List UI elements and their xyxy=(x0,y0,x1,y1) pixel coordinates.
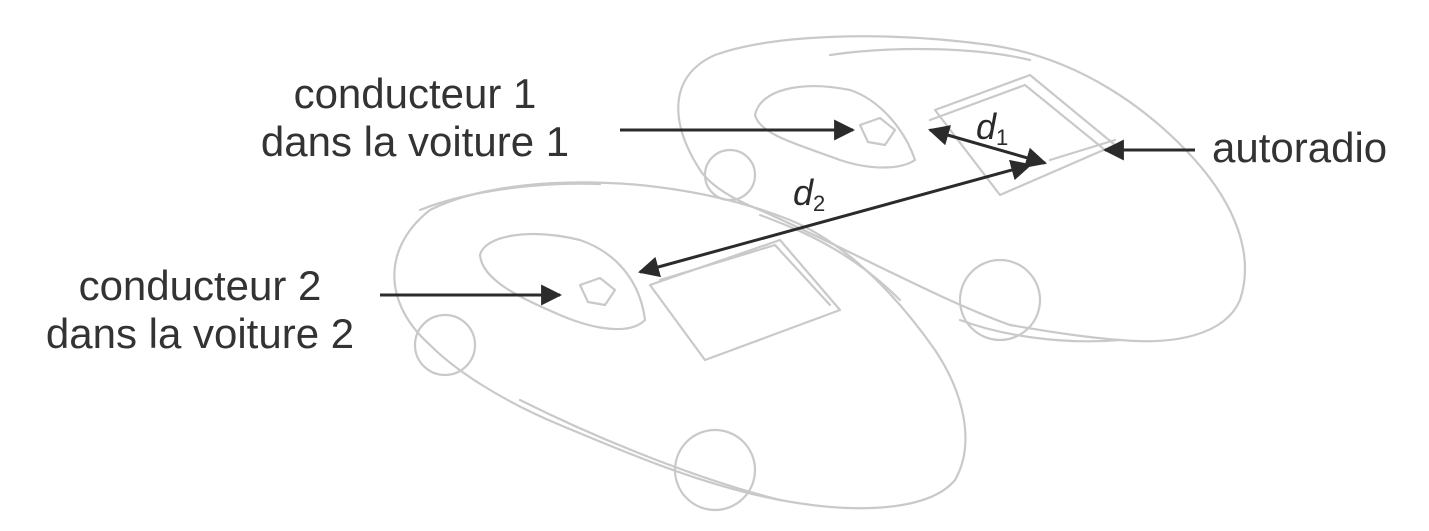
d2-symbol: d xyxy=(793,172,814,213)
driver-1-label-line1: conducteur 1 xyxy=(293,70,537,117)
d2-label: d2 xyxy=(793,172,825,217)
d2-distance-arrow xyxy=(637,159,1033,278)
d1-label: d1 xyxy=(976,106,1008,151)
car-1-drawing xyxy=(677,35,1247,343)
d1-subscript: 1 xyxy=(996,125,1009,150)
driver-2-label-line1: conducteur 2 xyxy=(78,262,322,309)
d2-subscript: 2 xyxy=(813,191,826,216)
car-2-drawing xyxy=(393,181,967,512)
driver-1-label-line2: dans la voiture 1 xyxy=(260,118,570,165)
d1-distance-arrow xyxy=(927,125,1048,168)
d1-symbol: d xyxy=(976,106,997,147)
radio-label: autoradio xyxy=(1212,124,1388,171)
driver-2-label: conducteur 2 dans la voiture 2 xyxy=(5,262,395,358)
driver-1-label: conducteur 1 dans la voiture 1 xyxy=(220,70,610,166)
driver-2-label-line2: dans la voiture 2 xyxy=(45,310,355,357)
